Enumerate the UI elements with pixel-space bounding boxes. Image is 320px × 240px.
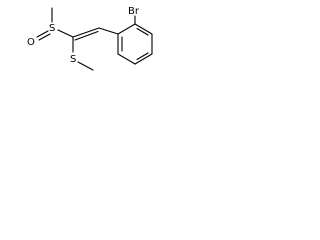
ring-double-bond — [136, 52, 149, 61]
bromine-label: Br — [128, 6, 140, 17]
s-o-double-bond — [38, 33, 51, 41]
ring-bond — [134, 53, 153, 65]
ring-vinyl-bond — [98, 27, 119, 35]
vinyl-double-bond — [72, 27, 100, 38]
thioether-sulfur-label: S — [70, 54, 76, 65]
s-o-double-bond — [36, 30, 49, 38]
ring-bond — [117, 53, 136, 65]
oxygen-label: O — [27, 37, 35, 48]
vinyl-double-bond — [74, 30, 99, 41]
ring-double-bond — [136, 27, 149, 36]
molecule-structure: Br S O S — [27, 6, 153, 71]
ring-bond — [117, 23, 136, 35]
benzene-ring — [117, 23, 153, 65]
ring-bond — [134, 23, 153, 35]
c-s-bond — [57, 29, 74, 38]
s-methyl-bond — [77, 61, 94, 71]
sulfoxide-sulfur-label: S — [49, 23, 55, 34]
